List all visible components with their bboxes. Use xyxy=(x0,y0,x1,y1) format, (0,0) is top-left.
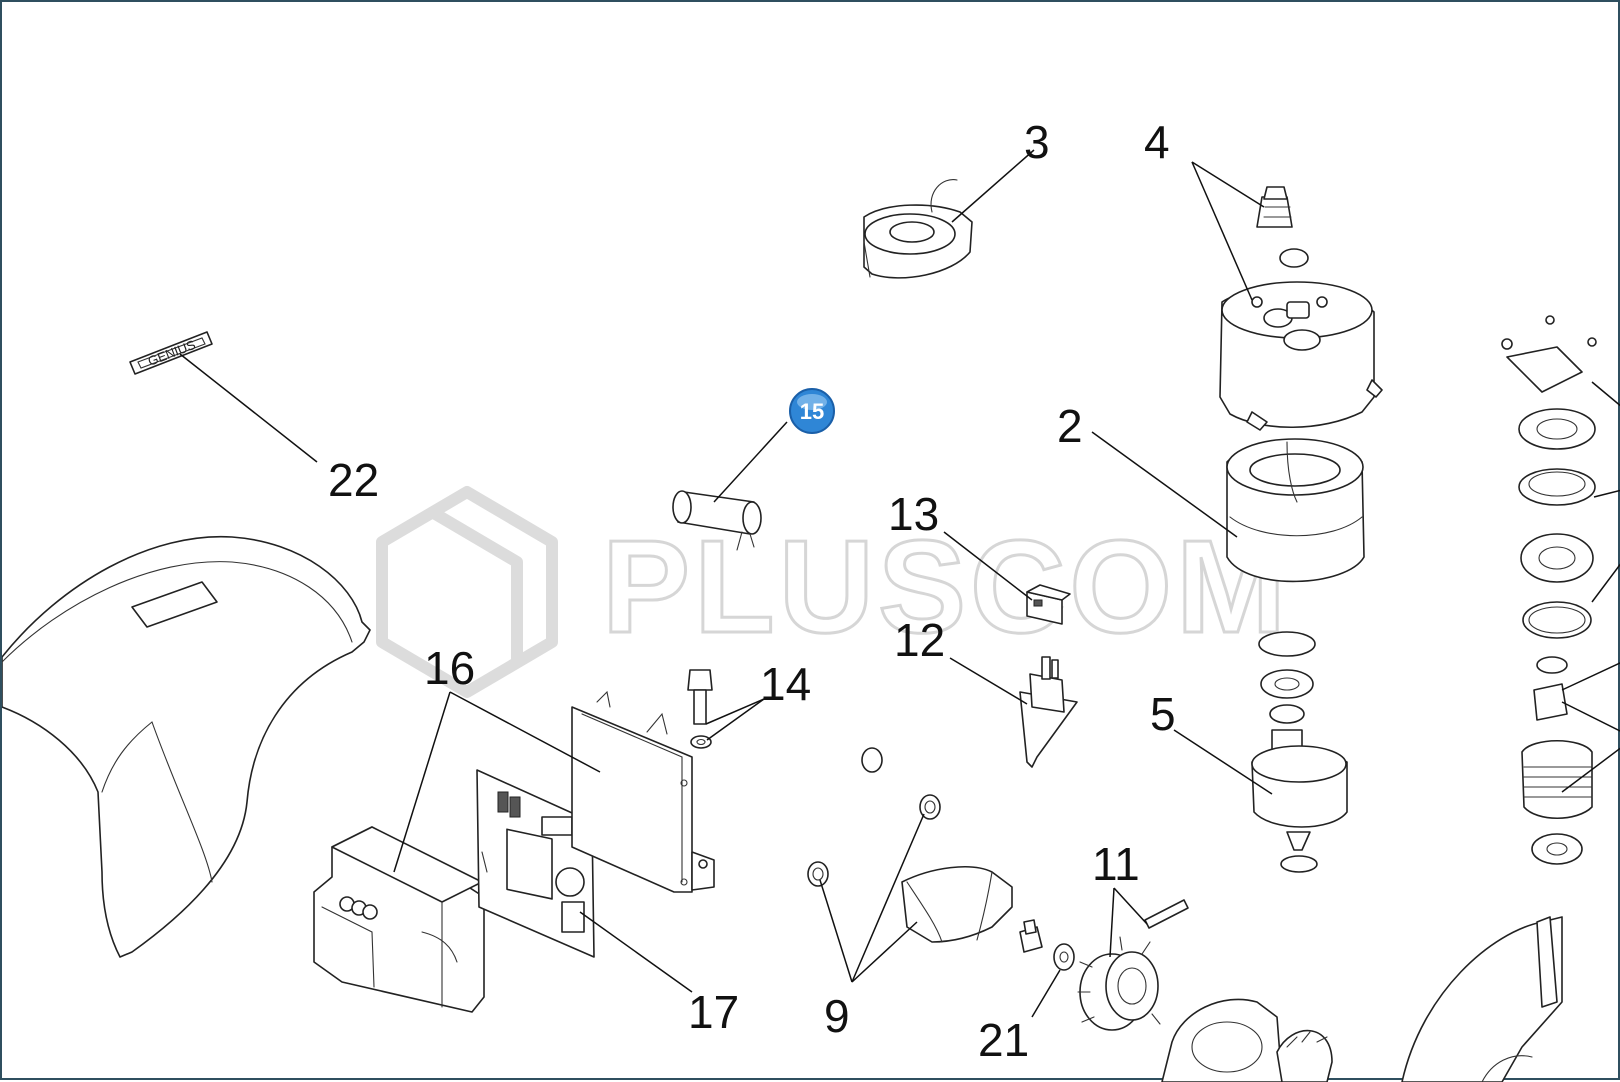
leader-lines xyxy=(179,149,1620,1018)
callout-numbers: 3 4 2 5 13 12 14 16 17 9 21 11 22 xyxy=(328,116,1176,1066)
part-2-stator[interactable] xyxy=(1226,438,1365,583)
part-15-capacitor[interactable] xyxy=(672,490,762,551)
callout-4[interactable]: 4 xyxy=(1144,116,1170,168)
callout-17[interactable]: 17 xyxy=(688,986,739,1038)
callout-2[interactable]: 2 xyxy=(1057,400,1083,452)
gearbox-bearing-stack[interactable] xyxy=(1501,315,1597,865)
part-15-badge[interactable]: 15 xyxy=(789,388,835,434)
part-14-bolt-washer[interactable] xyxy=(687,669,713,749)
callout-14[interactable]: 14 xyxy=(760,658,811,710)
callout-3[interactable]: 3 xyxy=(1024,116,1050,168)
gearbox-housing-bottom[interactable] xyxy=(1161,916,1563,1082)
callout-22[interactable]: 22 xyxy=(328,454,379,506)
part-3-encoder-ring[interactable] xyxy=(863,179,973,279)
part-13-connector[interactable] xyxy=(1026,584,1071,625)
badge-15-label: 15 xyxy=(800,399,824,424)
part-9-bushings-guard[interactable] xyxy=(807,747,1013,943)
part-17-circuit-board[interactable] xyxy=(476,769,595,958)
watermark-text: PLUSCOM xyxy=(602,513,1290,660)
main-cover[interactable] xyxy=(2,535,371,958)
callout-21[interactable]: 21 xyxy=(978,1014,1029,1066)
callout-5[interactable]: 5 xyxy=(1150,688,1176,740)
callout-16[interactable]: 16 xyxy=(424,642,475,694)
watermark: PLUSCOM xyxy=(376,486,1290,698)
part-22-nameplate[interactable]: GENIUS xyxy=(129,331,213,375)
nameplate-text: GENIUS xyxy=(146,337,198,369)
callout-9[interactable]: 9 xyxy=(824,990,850,1042)
part-11-gear-pin[interactable] xyxy=(1077,899,1189,1031)
callout-11[interactable]: 11 xyxy=(1092,838,1140,890)
part-5-rotor[interactable] xyxy=(1251,631,1348,873)
part-16-mounting-plate[interactable] xyxy=(571,690,715,893)
callout-13[interactable]: 13 xyxy=(888,488,939,540)
part-12-limit-switch[interactable] xyxy=(1019,656,1078,768)
part-21-bolt-washer[interactable] xyxy=(1019,919,1075,971)
callout-12[interactable]: 12 xyxy=(894,614,945,666)
part-4-motor-cap[interactable] xyxy=(1219,186,1383,431)
